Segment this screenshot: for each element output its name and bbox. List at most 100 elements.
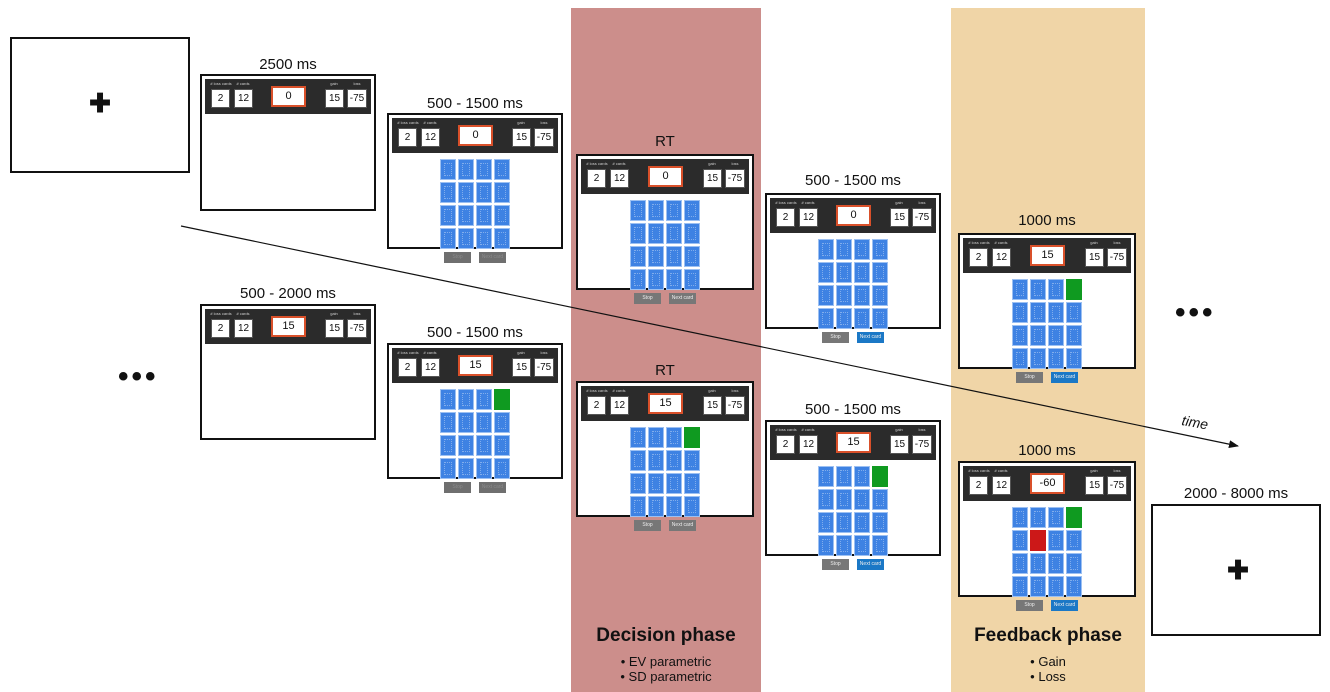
revealed-loss-card	[1030, 530, 1046, 551]
card-back	[872, 308, 888, 329]
card-back	[1048, 553, 1064, 574]
current-score-box: 15	[271, 316, 306, 337]
decision-phase-list: • EV parametric • SD parametric	[571, 654, 761, 684]
card-back	[630, 473, 646, 494]
fixation-cross-icon: ✚	[89, 88, 111, 118]
loss-value-box: -75	[912, 435, 932, 454]
card-count-label: # cards	[423, 350, 437, 355]
card-back	[666, 223, 682, 244]
card-back	[1048, 576, 1064, 597]
card-count-box: 12	[421, 358, 440, 377]
card-count-label: # cards	[994, 468, 1008, 473]
next-card-button: Next card	[669, 520, 696, 531]
loss-value-box: -75	[347, 89, 367, 108]
card-back	[1030, 576, 1046, 597]
duration-label: 2500 ms	[259, 56, 317, 73]
card-back	[630, 427, 646, 448]
card-back	[1012, 279, 1028, 300]
card-back	[458, 182, 474, 203]
stop-button: Stop	[634, 293, 661, 304]
card-count-box: 12	[992, 476, 1011, 495]
card-back	[494, 205, 510, 226]
card-back	[458, 228, 474, 249]
card-back	[854, 512, 870, 533]
card-back	[458, 412, 474, 433]
card-count-box: 12	[234, 89, 253, 108]
next-card-button: Next card	[669, 293, 696, 304]
gain-value-box: 15	[1085, 248, 1104, 267]
card-back	[1048, 325, 1064, 346]
card-back	[854, 489, 870, 510]
current-score-box: -60	[1030, 473, 1065, 494]
card-count-box: 12	[610, 396, 629, 415]
card-back	[818, 489, 834, 510]
gain-label: gain	[517, 350, 525, 355]
card-back	[648, 200, 664, 221]
card-back	[836, 512, 852, 533]
card-back	[1030, 302, 1046, 323]
current-score-box: 0	[458, 125, 493, 146]
card-back	[872, 535, 888, 556]
fixation-cross-icon: ✚	[1227, 555, 1249, 585]
card-back	[684, 223, 700, 244]
loss-count-box: 2	[969, 476, 988, 495]
duration-label: 2000 - 8000 ms	[1183, 485, 1289, 502]
card-back	[1012, 348, 1028, 369]
card-count-box: 12	[799, 208, 818, 227]
gain-label: gain	[330, 81, 338, 86]
card-back	[1048, 507, 1064, 528]
loss-label: loss	[731, 161, 739, 166]
duration-label: RT	[655, 362, 675, 379]
card-back	[494, 228, 510, 249]
card-back	[1030, 553, 1046, 574]
card-back	[1030, 348, 1046, 369]
card-count-label: # cards	[423, 120, 437, 125]
card-back	[666, 269, 682, 290]
card-back	[440, 458, 456, 479]
card-back	[440, 412, 456, 433]
card-back	[648, 246, 664, 267]
card-back	[854, 308, 870, 329]
loss-label: loss	[353, 81, 361, 86]
card-back	[1012, 325, 1028, 346]
card-back	[666, 450, 682, 471]
card-back	[1012, 507, 1028, 528]
duration-label: 500 - 1500 ms	[427, 95, 523, 112]
card-back	[854, 239, 870, 260]
duration-label: 1000 ms	[1018, 212, 1076, 229]
card-back	[440, 435, 456, 456]
card-back	[648, 427, 664, 448]
gain-label: gain	[330, 311, 338, 316]
loss-count-label: # loss cards	[586, 388, 608, 393]
stop-button: Stop	[1016, 372, 1043, 383]
loss-count-label: # loss cards	[968, 240, 990, 245]
gain-value-box: 15	[325, 319, 344, 338]
loss-count-box: 2	[211, 319, 230, 338]
card-grid	[818, 239, 888, 329]
card-back	[684, 200, 700, 221]
gain-label: gain	[708, 161, 716, 166]
card-grid	[630, 427, 700, 517]
card-back	[1066, 325, 1082, 346]
loss-value-box: -75	[725, 169, 745, 188]
card-back	[648, 450, 664, 471]
card-back	[872, 262, 888, 283]
loss-count-label: # loss cards	[210, 311, 232, 316]
card-back	[648, 473, 664, 494]
card-back	[684, 450, 700, 471]
loss-label: loss	[731, 388, 739, 393]
gain-label: gain	[1090, 240, 1098, 245]
loss-count-label: # loss cards	[397, 120, 419, 125]
next-card-button: Next card	[479, 252, 506, 263]
decision-phase-item: • EV parametric	[620, 654, 712, 669]
